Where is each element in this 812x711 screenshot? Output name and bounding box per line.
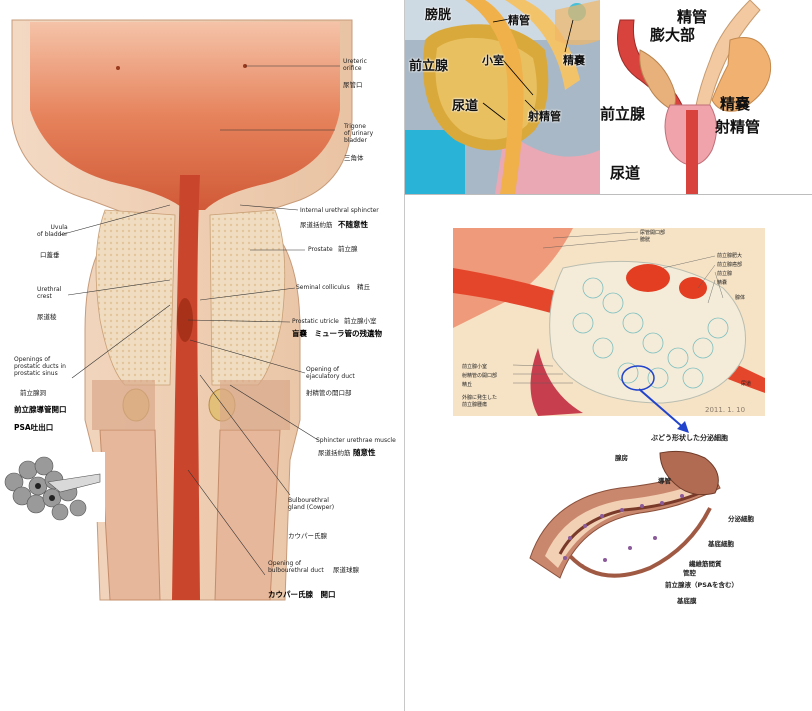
- label-utricle-remnant-jp: 盲嚢 ミューラ管の残遺物: [292, 329, 382, 338]
- label-prostatic-utricle-jp: 前立腺小室: [344, 317, 377, 325]
- label-bulbourethral-gland: Bulbourethral gland (Cowper): [288, 497, 335, 511]
- label-seminal-colliculus-jp: 精丘: [357, 283, 370, 291]
- label-trigone-jp: 三角体: [344, 154, 364, 162]
- label-urethra-b: 尿道: [610, 164, 641, 182]
- label-bladder: 膀胱: [425, 8, 452, 23]
- left-anatomy-panel: Ureteric orifice 尿管口 Trigone of urinary …: [0, 0, 404, 711]
- label-prostatic-utricle: Prostatic utricle: [292, 318, 339, 325]
- label-prostate-b: 前立腺: [600, 105, 646, 123]
- label-openings-prostatic-ducts-jp: 前立腺洞: [20, 389, 46, 397]
- label-seminal-duct-a: 精管: [508, 14, 530, 27]
- gland-label-basal-membrane: 基底膜: [677, 597, 697, 605]
- label-seminal-vesicle-b: 精嚢: [720, 95, 751, 113]
- section-label-1: 尿管開口部: [640, 230, 666, 236]
- label-internal-sphincter-jp2: 不随意性: [338, 220, 368, 229]
- label-opening-ejaculatory-jp: 射精管の開口部: [306, 389, 352, 397]
- section-label-8: 前立腺小室: [462, 364, 488, 370]
- label-uvula-jp: 口蓋垂: [40, 251, 60, 259]
- gland-label-basal-cell: 基底細胞: [708, 540, 734, 548]
- label-cowper-opening-jp: カウパー氏腺 開口: [268, 590, 336, 599]
- label-bulbourethral-gland-jp: カウパー氏腺: [288, 532, 327, 540]
- label-seminal-vesicle-a: 精嚢: [563, 54, 585, 67]
- label-small-chamber: 小室: [482, 54, 504, 67]
- bladder-urethra-illustration: [11, 19, 353, 601]
- bottom-right-panel: 尿管開口部 膀胱 前立腺肥大 前立腺癌部 前立腺 精嚢 腺体 前立腺小室 射精管…: [405, 195, 812, 711]
- section-label-13: 尿道: [741, 381, 752, 387]
- label-uvula: Uvula of bladder: [37, 224, 68, 238]
- zoom-arrow: [638, 388, 689, 433]
- gland-label-duct: 導管: [658, 477, 671, 485]
- label-sphincter-muscle-jp: 尿道括約筋: [318, 449, 351, 457]
- acinus-illustration: [529, 450, 721, 579]
- gland-label-secretory-cell: 分泌細胞: [728, 515, 754, 523]
- label-prostatic-duct-opening-jp: 前立腺導管開口: [14, 405, 67, 414]
- label-ureteric-orifice: Ureteric orifice: [343, 58, 367, 72]
- label-ejaculatory-duct-a: 射精管: [528, 110, 561, 123]
- label-sphincter-muscle: Sphincter urethrae muscle: [316, 437, 396, 444]
- seminal-vesicle-illustration: [600, 0, 812, 194]
- label-sphincter-muscle-jp2: 随意性: [353, 448, 376, 457]
- label-openings-prostatic-ducts: Openings of prostatic ducts in prostatic…: [14, 356, 66, 377]
- label-urethral-crest-jp: 尿道稜: [37, 313, 57, 321]
- label-internal-sphincter-jp: 尿道括約筋: [300, 221, 333, 229]
- label-psa-outlet-jp: PSA吐出口: [14, 423, 54, 432]
- section-label-10: 精丘: [462, 382, 473, 388]
- gland-label-title: ぶどう形状した分泌細胞: [651, 434, 728, 442]
- gland-label-lumen: 管腔: [683, 569, 696, 577]
- label-prostate-jp: 前立腺: [338, 245, 358, 253]
- horizontal-divider: [404, 194, 812, 195]
- section-label-9: 射精管の開口部: [462, 373, 498, 379]
- section-label-5: 前立腺: [717, 271, 733, 277]
- gland-label-fluid: 前立腺液（PSAを含む）: [665, 581, 738, 589]
- label-ejaculatory-duct-b: 射精管: [715, 118, 761, 136]
- label-opening-bulbourethral-jp: 尿道球腺: [333, 566, 359, 574]
- section-label-3: 前立腺肥大: [717, 253, 743, 259]
- top-right-panel: 精管 膨大部 精嚢 前立腺 射精管 尿道: [600, 0, 812, 194]
- top-middle-panel: 膀胱 精管 前立腺 小室 精嚢 尿道 射精管: [405, 0, 600, 194]
- label-seminal-duct-b: 精管: [677, 8, 708, 26]
- section-label-11: 外腺に発生した: [462, 395, 498, 401]
- label-seminal-colliculus: Seminal colliculus: [296, 284, 350, 291]
- label-ureteric-orifice-jp: 尿管口: [343, 81, 363, 89]
- label-opening-bulbourethral: Opening of bulbourethral duct: [268, 560, 324, 574]
- label-urethra-a: 尿道: [452, 99, 479, 114]
- prostate-section-illustration: [453, 228, 765, 416]
- label-prostate: Prostate: [308, 246, 333, 253]
- label-prostate-a: 前立腺: [409, 59, 449, 74]
- label-urethral-crest: Urethral crest: [37, 286, 62, 300]
- prostate-cross-section: [405, 0, 600, 194]
- label-trigone: Trigone of urinary bladder: [344, 123, 374, 144]
- watermark-date: 2011. 1. 10: [705, 406, 746, 414]
- gland-cluster-inset: [0, 452, 105, 522]
- label-opening-ejaculatory: Opening of ejaculatory duct: [306, 366, 355, 380]
- label-ampulla: 膨大部: [650, 26, 696, 44]
- gland-label-fibromuscular: 繊維筋間質: [689, 560, 722, 568]
- gland-label-acinus: 腺房: [615, 454, 628, 462]
- section-label-6: 精嚢: [717, 280, 728, 286]
- section-label-12: 前立腺腫瘍: [462, 402, 488, 408]
- section-label-4: 前立腺癌部: [717, 262, 743, 268]
- vertical-divider: [404, 0, 405, 711]
- section-label-7: 腺体: [735, 295, 746, 301]
- section-label-2: 膀胱: [640, 237, 651, 243]
- label-internal-sphincter: Internal urethral sphincter: [300, 207, 379, 214]
